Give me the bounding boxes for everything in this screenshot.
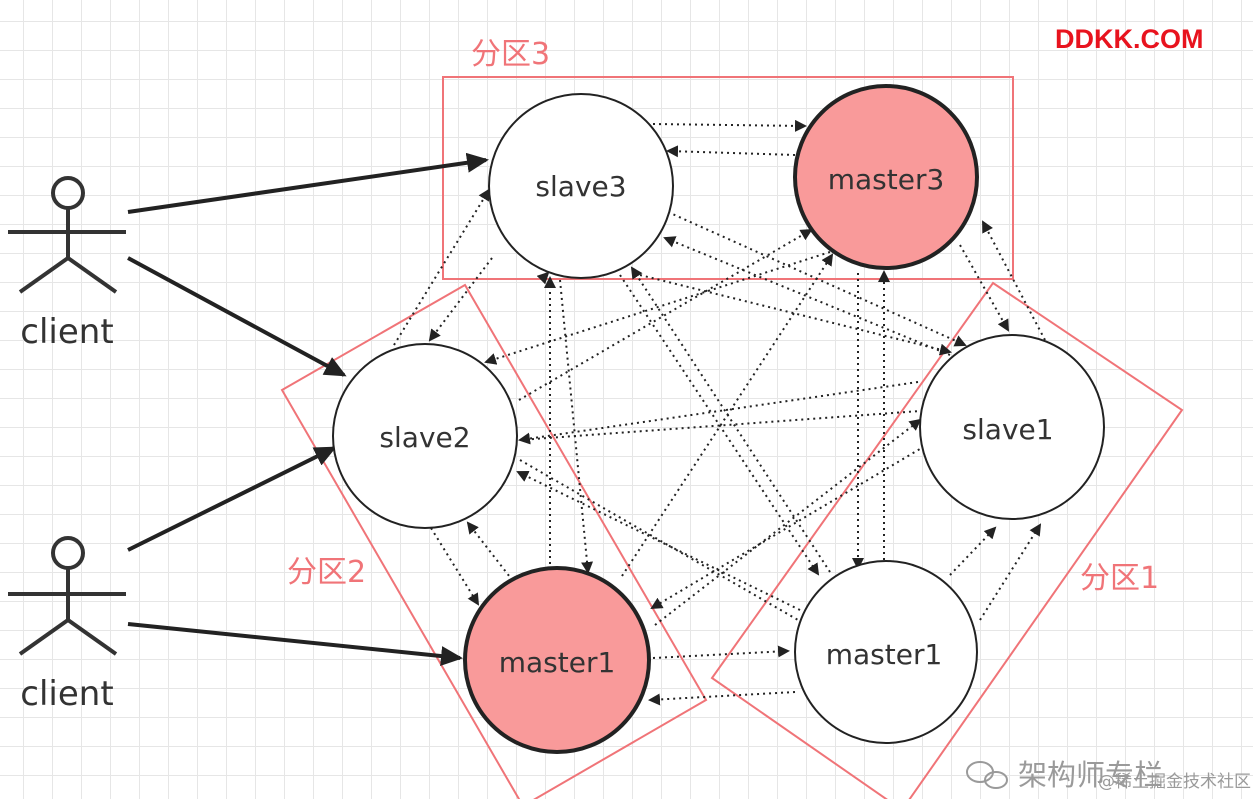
replication-link-5 — [428, 257, 493, 342]
replication-link-14 — [619, 274, 820, 576]
replication-link-7 — [484, 251, 831, 365]
replication-link-22 — [519, 459, 814, 629]
node-label-master3: master3 — [828, 163, 945, 196]
replication-link-25 — [650, 439, 936, 610]
client-bottom[interactable] — [8, 536, 126, 656]
replication-link-24 — [654, 418, 922, 626]
client-link-1 — [127, 256, 347, 377]
wechat-icon — [966, 761, 1008, 789]
replication-link-28 — [652, 645, 790, 659]
node-slave1[interactable]: slave1 — [919, 334, 1105, 520]
partition-1-frame — [710, 281, 1184, 799]
client-bottom-head-icon — [51, 536, 85, 570]
replication-link-18 — [639, 274, 952, 356]
client-top[interactable] — [8, 176, 126, 294]
client-bottom-label: client — [20, 674, 113, 714]
replication-link-31 — [979, 523, 1042, 621]
replication-link-29 — [648, 691, 796, 706]
client-link-3 — [127, 622, 463, 667]
partition-1-label: 分区1 — [1080, 561, 1159, 596]
replication-link-1 — [666, 145, 796, 158]
node-label-slave1: slave1 — [962, 413, 1053, 446]
client-top-head-icon — [51, 176, 85, 210]
replication-link-20 — [959, 244, 1009, 332]
client-link-2 — [127, 446, 337, 552]
brand-logo-text: DDKK.COM — [1055, 24, 1204, 54]
node-master1-secondary[interactable]: master1 — [794, 560, 978, 744]
node-label-slave2: slave2 — [379, 421, 470, 454]
node-label-master1-primary: master1 — [499, 646, 616, 679]
client-links — [127, 152, 489, 667]
client-top-label: client — [20, 312, 113, 352]
replication-link-11 — [518, 381, 919, 445]
node-master1-primary[interactable]: master1 — [463, 566, 651, 754]
replication-link-4 — [393, 188, 491, 346]
watermark-subtext: @稀土掘金技术社区 — [1098, 772, 1251, 792]
partition-2-frame — [280, 283, 708, 799]
replication-link-15 — [630, 266, 831, 573]
replication-link-13 — [559, 279, 594, 574]
replication-link-26 — [430, 527, 480, 606]
node-slave2[interactable]: slave2 — [332, 343, 518, 529]
replication-link-27 — [466, 521, 521, 591]
replication-link-0 — [652, 119, 807, 132]
client-link-0 — [127, 152, 489, 214]
watermark-text: 架构师专栏 — [1018, 758, 1163, 792]
node-label-slave3: slave3 — [535, 170, 626, 203]
replication-link-23 — [516, 471, 801, 611]
replication-link-6 — [518, 228, 813, 401]
node-label-master1-secondary: master1 — [826, 638, 943, 671]
partition-2-label: 分区2 — [287, 555, 366, 590]
node-slave3[interactable]: slave3 — [488, 93, 674, 279]
replication-links — [393, 119, 1046, 706]
replication-link-19 — [621, 253, 834, 577]
replication-link-21 — [982, 220, 1046, 341]
replication-link-30 — [949, 526, 997, 576]
node-master3[interactable]: master3 — [793, 84, 979, 270]
replication-link-2 — [536, 271, 550, 285]
partition-3-label: 分区3 — [471, 37, 550, 72]
